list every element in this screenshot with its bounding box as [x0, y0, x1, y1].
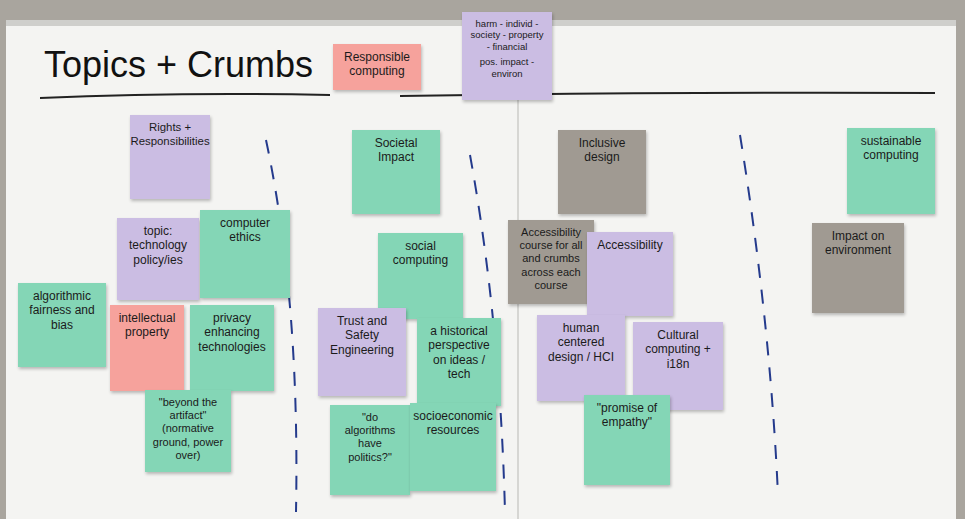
note-text: intellectual property: [116, 311, 178, 340]
note-text: Societal Impact: [358, 136, 434, 165]
note-text: Accessibility course for all and crumbs …: [514, 226, 588, 292]
note-text: Trust and Safety Engineering: [324, 314, 400, 357]
note-text: topic: technology policy/ies: [123, 224, 193, 267]
note-text: pos. impact - environ: [468, 56, 546, 79]
sticky-note: Impact on environment: [812, 223, 904, 313]
note-text: Rights + Responsibilities: [130, 121, 209, 148]
note-text: "do algorithms have politics?": [336, 411, 404, 464]
note-text: social computing: [384, 239, 457, 268]
sticky-note: Trust and Safety Engineering: [318, 308, 406, 396]
sticky-note: "beyond the artifact" (normative ground,…: [145, 390, 231, 472]
sticky-note: Accessibility course for all and crumbs …: [508, 220, 594, 304]
note-text: computer ethics: [206, 216, 284, 245]
sticky-note: "promise of empathy": [584, 395, 670, 485]
sticky-note: human centered design / HCI: [537, 315, 625, 401]
sticky-note: intellectual property: [110, 305, 184, 391]
note-text: socioeconomic resources: [413, 409, 492, 438]
note-text: algorithmic fairness and bias: [24, 289, 100, 332]
note-text: sustainable computing: [853, 134, 929, 163]
note-text: privacy enhancing technologies: [196, 311, 268, 354]
note-text: a historical perspective on ideas / tech: [423, 324, 495, 382]
note-text: "promise of empathy": [590, 401, 664, 430]
note-text: "beyond the artifact" (normative ground,…: [151, 396, 225, 462]
sticky-note: Rights + Responsibilities: [130, 115, 210, 199]
note-text: Responsible computing: [339, 50, 415, 79]
sticky-note: computer ethics: [200, 210, 290, 298]
note-text: Impact on environment: [818, 229, 898, 258]
sticky-note: socioeconomic resources: [410, 403, 496, 491]
sticky-note: Societal Impact: [352, 130, 440, 214]
note-text: Accessibility: [597, 238, 662, 252]
sticky-note: a historical perspective on ideas / tech: [417, 318, 501, 406]
note-text: human centered design / HCI: [543, 321, 619, 364]
sticky-note: Responsible computing: [333, 44, 421, 90]
sticky-note: privacy enhancing technologies: [190, 305, 274, 391]
sticky-note: Inclusive design: [558, 130, 646, 214]
note-text: Cultural computing + i18n: [639, 328, 717, 371]
board-title: Topics + Crumbs: [44, 44, 313, 86]
sticky-note: sustainable computing: [847, 128, 935, 214]
sticky-note: algorithmic fairness and bias: [18, 283, 106, 367]
sticky-note: topic: technology policy/ies: [117, 218, 199, 300]
sticky-note: "do algorithms have politics?": [330, 405, 410, 495]
note-text: harm - individ - society - property - fi…: [468, 18, 546, 52]
title-underline: [40, 94, 330, 98]
note-text: Inclusive design: [564, 136, 640, 165]
sticky-note: social computing: [378, 233, 463, 319]
column-divider: [740, 135, 778, 495]
sticky-note: harm - individ - society - property - fi…: [462, 12, 552, 100]
sticky-note: Accessibility: [587, 232, 673, 316]
